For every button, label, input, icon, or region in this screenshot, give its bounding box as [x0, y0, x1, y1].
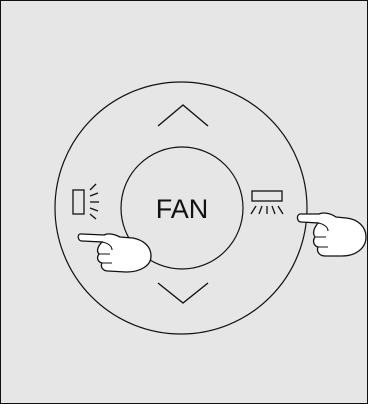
fan-button-label: FAN — [156, 194, 209, 224]
